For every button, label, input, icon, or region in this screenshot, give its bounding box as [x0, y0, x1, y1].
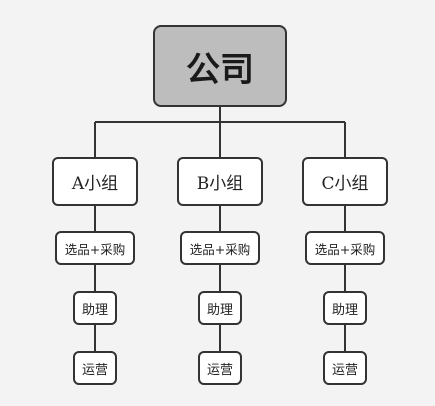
task-node-assistant-b: 助理 — [198, 291, 242, 325]
task-node-label: 运营 — [331, 362, 358, 378]
task-node-label: 助理 — [81, 302, 108, 318]
task-node-label: 选品+采购 — [314, 241, 376, 257]
task-node-operations-a: 运营 — [73, 351, 117, 385]
task-node-purchase-c: 选品+采购 — [305, 231, 385, 265]
task-node-purchase-b: 选品+采购 — [180, 231, 260, 265]
task-node-assistant-c: 助理 — [323, 291, 367, 325]
task-node-label: 选品+采购 — [64, 241, 126, 257]
group-node-label: C小组 — [321, 174, 369, 194]
group-node-label: A小组 — [71, 174, 119, 194]
group-node-b: B小组 — [177, 157, 263, 206]
root-node-label: 公司 — [186, 49, 254, 90]
task-node-operations-c: 运营 — [323, 351, 367, 385]
task-node-label: 助理 — [331, 302, 358, 318]
task-node-label: 运营 — [81, 362, 108, 378]
task-node-purchase-a: 选品+采购 — [55, 231, 135, 265]
task-node-label: 运营 — [206, 362, 233, 378]
group-node-label: B小组 — [196, 174, 244, 194]
task-node-label: 选品+采购 — [189, 241, 251, 257]
task-node-operations-b: 运营 — [198, 351, 242, 385]
task-node-label: 助理 — [206, 302, 233, 318]
group-node-c: C小组 — [302, 157, 388, 206]
group-node-a: A小组 — [52, 157, 138, 206]
root-node-company: 公司 — [153, 25, 287, 107]
task-node-assistant-a: 助理 — [73, 291, 117, 325]
